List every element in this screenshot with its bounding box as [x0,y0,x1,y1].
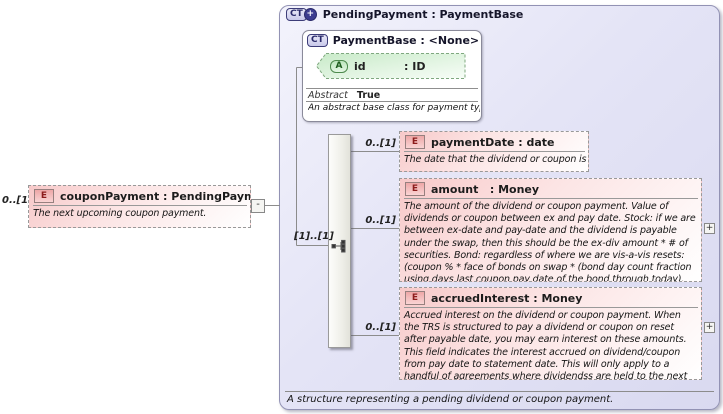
abstract-fact-row: Abstract True [308,90,380,101]
element-title: paymentDate : date [431,135,555,149]
element-title: accruedInterest : Money [431,291,583,305]
plus-circle-icon: + [303,8,317,21]
ct-chip: CT [307,34,328,47]
divider [404,307,698,308]
complex-type-icon: CT+ [286,8,317,21]
divider [404,198,698,199]
element-annotation: Accrued interest on the dividend or coup… [404,310,688,380]
element-title: couponPayment : PendingPayment [60,189,250,203]
sequence-compositor-bar[interactable] [328,134,351,348]
divider [33,205,247,206]
child-cardinality-label: 0..[1] [365,322,396,333]
ct-chip: CT [286,8,307,21]
element-title: amount : Money [431,182,540,196]
expand-toggle-icon[interactable]: + [704,223,715,234]
element-paymentDate[interactable]: E paymentDate : date The date that the d… [399,131,589,172]
attribute-name: id [354,59,366,73]
element-couponPayment[interactable]: E couponPayment : PendingPayment The nex… [28,185,251,228]
child-cardinality-label: 0..[1] [365,215,396,226]
base-type-annotation: An abstract base class for payment types… [308,103,480,113]
element-annotation: The date that the dividend or coupon is … [404,154,588,165]
collapse-toggle-icon[interactable]: - [251,199,265,213]
element-icon: E [34,189,54,203]
element-header: E couponPayment : PendingPayment [29,186,250,204]
element-icon: E [405,182,425,196]
attribute-type: : ID [404,59,426,73]
attribute-shape [315,53,466,79]
element-icon: E [405,135,425,149]
source-cardinality-label: 0..[1] [2,195,33,206]
complex-type-annotation: A structure representing a pending divid… [287,394,614,405]
sequence-cardinality-label: [1]..[1] [294,231,334,242]
abstract-value: True [356,90,381,101]
element-annotation: The amount of the dividend or coupon pay… [404,201,696,282]
attribute-icon: A [330,59,348,73]
base-type-header: CT PaymentBase : <None> [307,34,479,47]
divider [404,151,585,152]
divider [306,101,478,102]
child-cardinality-label: 0..[1] [365,138,396,149]
attribute-id[interactable]: A id : ID [315,53,466,79]
sequence-icon [331,239,346,253]
expand-toggle-icon[interactable]: + [704,322,715,333]
element-annotation: The next upcoming coupon payment. [33,208,207,219]
complex-type-header: CT+ PendingPayment : PaymentBase [286,8,523,21]
element-icon: E [405,291,425,305]
divider [306,88,478,89]
element-header: E amount : Money [400,179,701,197]
element-header: E accruedInterest : Money [400,288,701,306]
element-accruedInterest[interactable]: E accruedInterest : Money Accrued intere… [399,287,702,380]
abstract-label: Abstract [308,90,348,101]
element-header: E paymentDate : date [400,132,588,150]
complex-type-title: PendingPayment : PaymentBase [322,8,524,21]
base-type-box[interactable]: CT PaymentBase : <None> A id : ID Abstra… [302,30,482,122]
base-type-title: PaymentBase : <None> [332,34,480,47]
element-amount[interactable]: E amount : Money The amount of the divid… [399,178,702,282]
